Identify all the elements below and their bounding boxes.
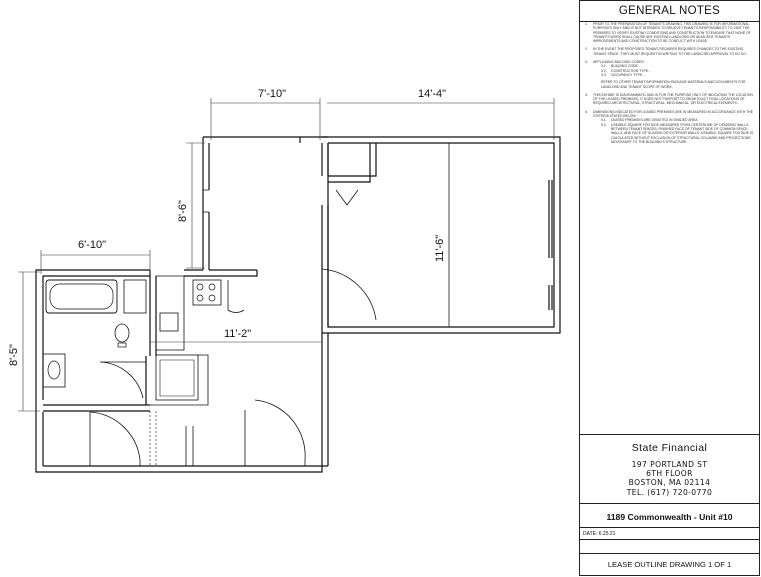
dim-right-room-height: 11'-6" bbox=[434, 235, 446, 262]
company-address: 197 PORTLAND ST 6TH FLOOR BOSTON, MA 021… bbox=[580, 460, 759, 497]
company-name: State Financial bbox=[631, 442, 708, 454]
code-3: 3.3.OCCUPANCY TYPE: - bbox=[601, 72, 646, 77]
door-upper-left bbox=[203, 189, 209, 213]
title-block: GENERAL NOTES 1.PRIOR TO THE PREPARATION… bbox=[579, 0, 760, 576]
closet bbox=[328, 143, 377, 183]
bath-vanity bbox=[123, 279, 147, 314]
closet-doors bbox=[335, 189, 359, 206]
door-lower-left bbox=[89, 411, 141, 466]
address-line-2: 6TH FLOOR bbox=[646, 469, 693, 479]
address-line-1: 197 PORTLAND ST bbox=[631, 460, 708, 469]
toilet bbox=[114, 323, 130, 343]
codes-footer: REFER TO OTHER TENANT INFORMATION PACKAG… bbox=[601, 80, 746, 89]
criteria-1: 5.1.LEASED PREMISES ARE DENOTED IN SHADE… bbox=[601, 118, 698, 123]
dim-bath-height: 8'-5" bbox=[8, 344, 20, 366]
window-right-lower bbox=[548, 285, 553, 310]
stove bbox=[192, 279, 222, 306]
window-right-upper bbox=[548, 180, 553, 258]
date-label: DATE: bbox=[583, 531, 598, 537]
bathtub bbox=[45, 279, 118, 314]
sink bbox=[159, 312, 179, 332]
dim-upper-left-width: 7'-10" bbox=[258, 88, 286, 100]
general-notes: 1.PRIOR TO THE PREPARATION OF TENANT'S D… bbox=[585, 22, 755, 148]
drawing-title: LEASE OUTLINE DRAWING 1 OF 1 bbox=[607, 560, 732, 569]
note-1: 1.PRIOR TO THE PREPARATION OF TENANT'S D… bbox=[585, 22, 751, 44]
kitchen-counter bbox=[155, 275, 185, 351]
date-value: 6.25.21 bbox=[598, 531, 616, 537]
wall-lower-room bbox=[35, 269, 329, 473]
wall-bath bbox=[43, 270, 157, 412]
dim-upper-right-width: 14'-4" bbox=[418, 88, 446, 100]
note-5: 5.DIMENSIONS INDICATED FOR LEASED PREMIS… bbox=[585, 109, 754, 144]
note-3: 3.APPLICABLE BUILDING CODES: 3.1.BUILDIN… bbox=[585, 60, 755, 89]
note-4: 4.THIS EXHIBIT IS DIAGRAMMATIC AND IS FO… bbox=[585, 92, 753, 106]
general-notes-title: GENERAL NOTES bbox=[580, 1, 759, 22]
bath-sink-counter bbox=[42, 353, 66, 388]
dim-upper-left-height: 8'-6" bbox=[177, 200, 189, 222]
blank-row bbox=[580, 541, 759, 554]
company-block: State Financial 197 PORTLAND ST 6TH FLOO… bbox=[580, 434, 759, 504]
door-entry bbox=[244, 399, 306, 466]
note-2: 2.IN THE EVENT THE PROPOSED TENANT REQUI… bbox=[585, 47, 747, 56]
door-bath bbox=[99, 356, 147, 399]
company-phone: TEL. (617) 720-0770 bbox=[626, 487, 713, 497]
address-line-3: BOSTON, MA 02114 bbox=[628, 478, 711, 488]
project-name: 1189 Commonwealth - Unit #10 bbox=[580, 508, 759, 528]
wall-divider bbox=[321, 143, 329, 333]
dim-lower-width: 11'-2" bbox=[224, 328, 251, 340]
door-kitchen bbox=[321, 268, 377, 333]
dim-bath-width: 6'-10" bbox=[78, 239, 106, 251]
date-row: DATE: 6.25.21 bbox=[580, 528, 759, 540]
fridge bbox=[155, 354, 199, 401]
wall-upper-left bbox=[184, 136, 328, 277]
criteria-2: 5.2.USEABLE SQUARE FOOTAGE MEASURED FROM… bbox=[601, 122, 754, 144]
floor-plan: 7'-10" 14'-4" 8'-6" 11'-6" 6'-10" 8'-5" … bbox=[8, 88, 561, 473]
code-1: 3.1.BUILDING CODE: bbox=[601, 64, 639, 69]
code-2: 3.2.CONSTRUCTION TYPE: - bbox=[601, 68, 652, 73]
